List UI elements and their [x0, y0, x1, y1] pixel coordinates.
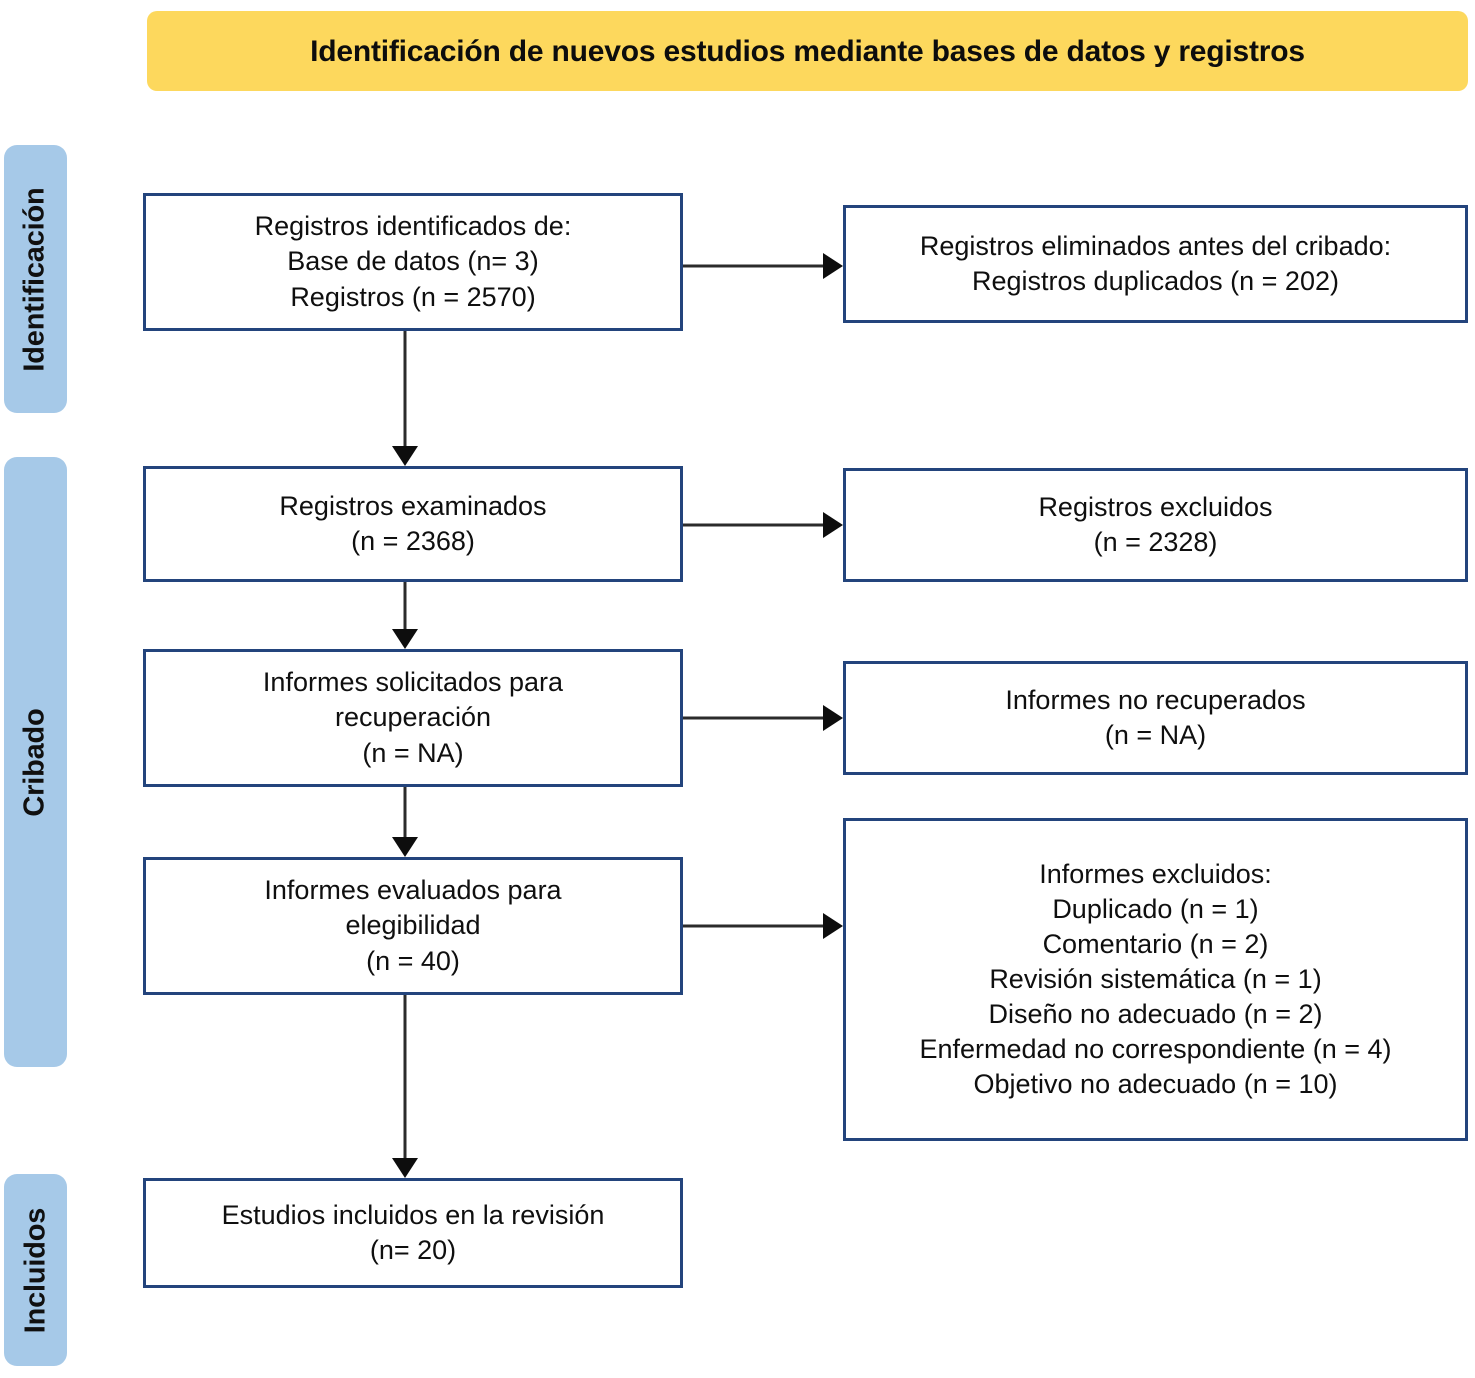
box-line: Base de datos (n= 3) — [287, 246, 539, 277]
box-line: (n = NA) — [362, 737, 464, 768]
box-line: Revisión sistemática (n = 1) — [989, 963, 1322, 994]
box-line: Registros excluidos — [1038, 491, 1273, 522]
box-records-screened: Registros examinados (n = 2368) — [143, 466, 683, 582]
box-line: recuperación — [334, 702, 492, 733]
arrow-head-right-icon — [823, 705, 843, 731]
box-line: Registros (n = 2570) — [290, 281, 536, 312]
box-line: Duplicado (n = 1) — [1052, 893, 1259, 924]
box-line: Objetivo no adecuado (n = 10) — [973, 1069, 1338, 1100]
box-reports-sought-for-retrieval: Informes solicitados para recuperación (… — [143, 649, 683, 787]
arrow-head-down-icon — [392, 837, 418, 857]
arrow-head-down-icon — [392, 1158, 418, 1178]
box-line: (n= 20) — [369, 1235, 457, 1265]
box-line: elegibilidad — [345, 910, 481, 941]
arrow-head-right-icon — [823, 913, 843, 939]
arrow-shaft — [403, 995, 407, 1158]
box-line: Informes evaluados para — [264, 875, 562, 906]
box-line: (n = 2328) — [1093, 527, 1218, 557]
box-records-identified: Registros identificados de: Base de dato… — [143, 193, 683, 331]
box-line: (n = 40) — [366, 945, 460, 976]
arrow-assessed-to-reports-excluded — [683, 913, 843, 939]
stage-label-incluidos-text: Incluidos — [19, 1207, 51, 1333]
arrow-shaft — [683, 716, 823, 720]
box-line: Registros identificados de: — [254, 211, 572, 242]
box-line: Registros duplicados (n = 202) — [972, 266, 1339, 296]
box-reports-not-retrieved: Informes no recuperados (n = NA) — [843, 661, 1468, 775]
box-line: Registros examinados — [279, 490, 547, 521]
arrow-shaft — [683, 523, 823, 527]
arrow-head-right-icon — [823, 253, 843, 279]
stage-label-cribado: Cribado — [4, 457, 67, 1067]
box-reports-excluded: Informes excluidos: Duplicado (n = 1) Co… — [843, 818, 1468, 1141]
box-line: Estudios incluidos en la revisión — [221, 1199, 605, 1230]
arrow-shaft — [403, 582, 407, 629]
stage-label-incluidos: Incluidos — [4, 1174, 67, 1366]
diagram-header-banner: Identificación de nuevos estudios median… — [147, 11, 1468, 91]
arrow-sought-to-not-retrieved — [683, 705, 843, 731]
box-line: Informes no recuperados — [1005, 684, 1306, 715]
box-line: Comentario (n = 2) — [1042, 928, 1269, 959]
arrow-head-down-icon — [392, 446, 418, 466]
box-line: Diseño no adecuado (n = 2) — [988, 999, 1323, 1030]
arrow-shaft — [403, 331, 407, 446]
arrow-identified-to-screened — [392, 331, 418, 466]
box-line: Informes excluidos: — [1039, 858, 1272, 889]
arrow-identified-to-removed — [683, 253, 843, 279]
arrow-head-right-icon — [823, 512, 843, 538]
arrow-shaft — [683, 924, 823, 928]
box-line: (n = 2368) — [351, 526, 475, 556]
arrow-screened-to-sought — [392, 582, 418, 649]
box-records-removed-before-screening: Registros eliminados antes del cribado: … — [843, 205, 1468, 323]
box-line: Registros eliminados antes del cribado: — [919, 230, 1392, 261]
box-studies-included-in-review: Estudios incluidos en la revisión (n= 20… — [143, 1178, 683, 1288]
box-records-excluded: Registros excluidos (n = 2328) — [843, 468, 1468, 582]
arrow-screened-to-excluded-records — [683, 512, 843, 538]
box-line: Enfermedad no correspondiente (n = 4) — [919, 1034, 1392, 1065]
arrow-head-down-icon — [392, 629, 418, 649]
box-reports-assessed-for-eligibility: Informes evaluados para elegibilidad (n … — [143, 857, 683, 995]
stage-label-identificacion-text: Identificación — [19, 186, 51, 372]
stage-label-identificacion: Identificación — [4, 145, 67, 413]
arrow-sought-to-assessed — [392, 787, 418, 857]
box-line: Informes solicitados para — [262, 667, 564, 698]
diagram-title: Identificación de nuevos estudios median… — [310, 34, 1305, 68]
arrow-shaft — [403, 787, 407, 837]
arrow-assessed-to-included — [392, 995, 418, 1178]
box-line: (n = NA) — [1104, 720, 1207, 750]
arrow-shaft — [683, 264, 823, 268]
stage-label-cribado-text: Cribado — [19, 707, 52, 817]
